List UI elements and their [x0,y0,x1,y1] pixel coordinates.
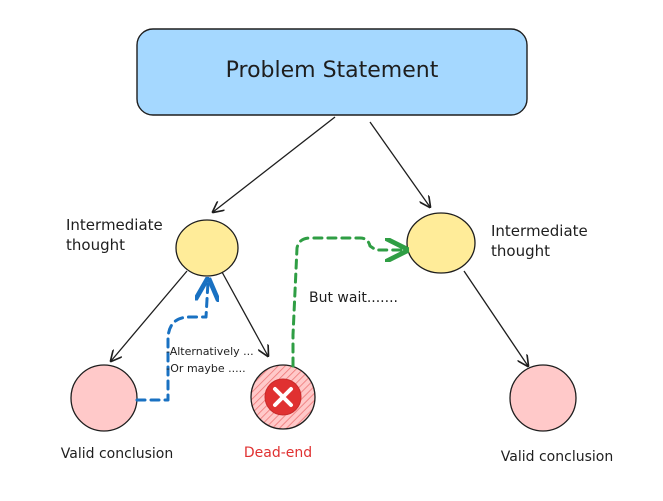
dead-end-label: Dead-end [244,445,312,461]
edge-left-thought-to-dead-end [221,271,268,356]
right-thought-label-line1: Intermediate [491,222,588,240]
left-thought-label-line2: thought [66,236,125,254]
problem-statement-label: Problem Statement [226,58,439,83]
or-maybe-annotation: -Or maybe ..... [166,362,246,375]
right-intermediate-thought-node [406,212,476,274]
dead-end-node [250,364,316,430]
left-valid-conclusion-node [70,364,138,432]
problem-statement-node: Problem Statement [136,28,528,116]
edge-problem-to-left-thought [213,116,336,212]
edge-right-thought-to-right-conclusion [463,270,528,366]
right-conclusion-label: Valid conclusion [501,449,613,465]
left-intermediate-thought-node [175,219,239,277]
but-wait-annotation: But wait....... [309,290,398,306]
backtrack-arrow [135,282,208,402]
right-thought-label-line2: thought [491,242,550,260]
left-thought-label-line1: Intermediate [66,216,163,234]
right-valid-conclusion-node [509,364,577,432]
edge-left-thought-to-left-conclusion [111,270,188,361]
left-conclusion-label: Valid conclusion [61,446,173,462]
but-wait-arrow [291,236,404,368]
alternatively-annotation: -Alternatively ... [166,345,254,358]
edge-problem-to-right-thought [369,121,430,207]
